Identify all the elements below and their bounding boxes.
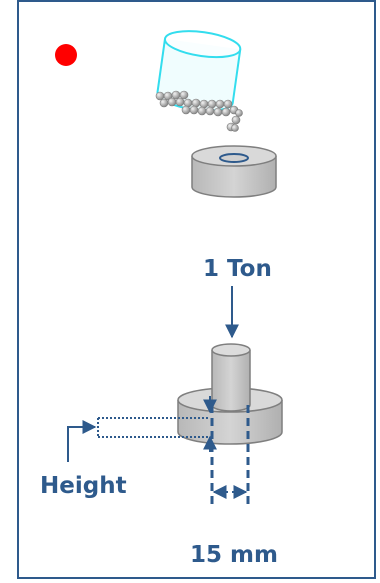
diameter-label: 15 mm	[190, 542, 278, 568]
red-dot-icon	[55, 44, 77, 66]
height-leader-arrow	[67, 420, 97, 462]
powder-balls	[155, 90, 243, 132]
load-label: 1 Ton	[203, 256, 272, 282]
height-label: Height	[40, 473, 127, 499]
mold-cylinder-icon	[191, 145, 277, 198]
punch-cylinder-icon	[211, 343, 251, 412]
height-bracket	[97, 417, 210, 438]
outer-frame	[17, 0, 376, 579]
